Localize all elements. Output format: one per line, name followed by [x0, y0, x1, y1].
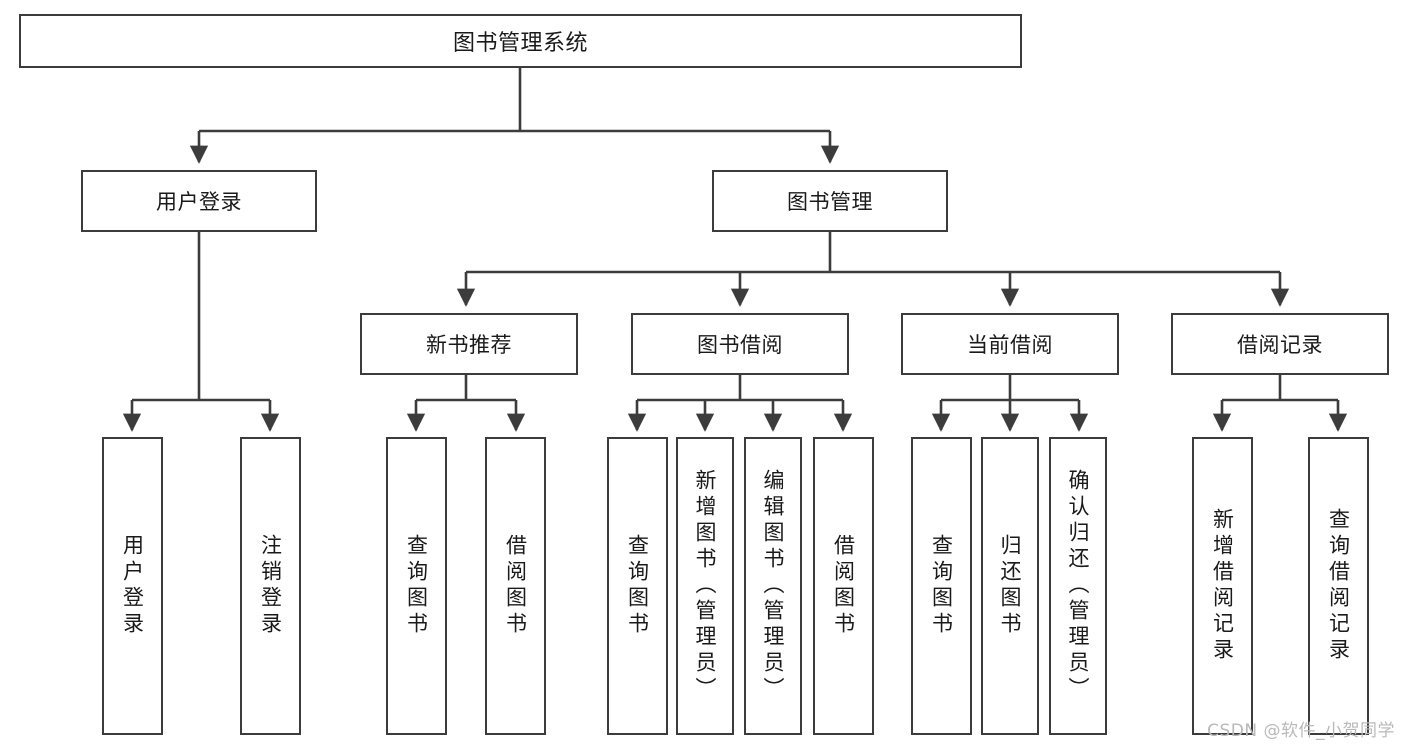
- node-label: 用户登录: [156, 190, 242, 214]
- node-label: 确认归还（管理员）: [1066, 469, 1091, 703]
- leaf-confirm-return[interactable]: 确认归还（管理员）: [1049, 437, 1107, 735]
- node-label: 当前借阅: [967, 333, 1053, 357]
- csdn-watermark: CSDN @软件_小贺同学: [1207, 721, 1395, 741]
- leaf-query-book-current[interactable]: 查询图书: [911, 437, 972, 735]
- node-new-book-recommend[interactable]: 新书推荐: [360, 313, 578, 375]
- node-label: 借阅图书: [503, 534, 528, 638]
- node-label: 图书管理: [787, 190, 873, 214]
- node-root-book-management-system[interactable]: 图书管理系统: [19, 14, 1022, 68]
- node-label: 用户登录: [120, 534, 145, 638]
- node-label: 新书推荐: [426, 333, 512, 357]
- leaf-query-borrow-record[interactable]: 查询借阅记录: [1308, 437, 1369, 735]
- node-user-login[interactable]: 用户登录: [81, 170, 317, 232]
- leaf-borrow-book-recommend[interactable]: 借阅图书: [485, 437, 546, 735]
- node-book-borrow[interactable]: 图书借阅: [631, 313, 849, 375]
- leaf-query-book-borrow[interactable]: 查询图书: [607, 437, 668, 735]
- node-label: 新增借阅记录: [1210, 508, 1235, 664]
- node-label: 查询图书: [625, 534, 650, 638]
- leaf-add-book[interactable]: 新增图书（管理员）: [676, 437, 734, 735]
- node-label: 查询图书: [404, 534, 429, 638]
- leaf-return-book[interactable]: 归还图书: [981, 437, 1039, 735]
- node-label: 借阅记录: [1237, 333, 1323, 357]
- node-label: 注销登录: [258, 534, 283, 638]
- leaf-borrow-book[interactable]: 借阅图书: [813, 437, 874, 735]
- node-label: 查询图书: [929, 534, 954, 638]
- leaf-logout[interactable]: 注销登录: [240, 437, 301, 735]
- node-label: 图书借阅: [697, 333, 783, 357]
- leaf-user-login[interactable]: 用户登录: [102, 437, 163, 735]
- node-current-borrow[interactable]: 当前借阅: [901, 313, 1119, 375]
- node-label: 借阅图书: [831, 534, 856, 638]
- node-book-management[interactable]: 图书管理: [712, 170, 948, 232]
- leaf-query-book-recommend[interactable]: 查询图书: [386, 437, 447, 735]
- leaf-add-borrow-record[interactable]: 新增借阅记录: [1192, 437, 1253, 735]
- node-label: 归还图书: [998, 534, 1023, 638]
- node-label: 图书管理系统: [452, 31, 588, 56]
- node-label: 编辑图书（管理员）: [761, 469, 786, 703]
- node-label: 新增图书（管理员）: [693, 469, 718, 703]
- node-label: 查询借阅记录: [1326, 508, 1351, 664]
- node-borrow-record[interactable]: 借阅记录: [1171, 313, 1389, 375]
- leaf-edit-book[interactable]: 编辑图书（管理员）: [744, 437, 802, 735]
